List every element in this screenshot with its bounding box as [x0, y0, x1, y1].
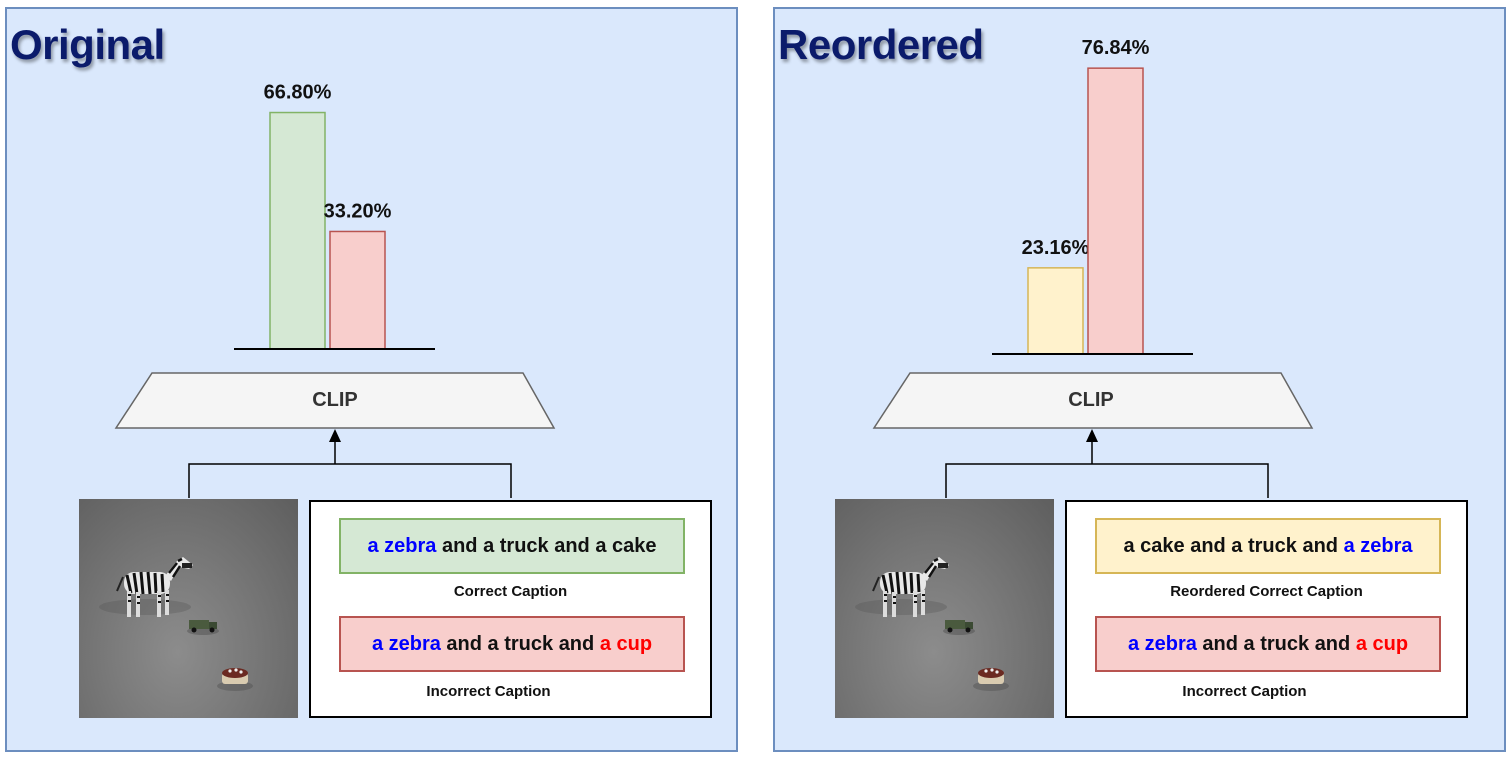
cake-figure [217, 668, 253, 691]
incorrect-caption-label: Incorrect Caption [1182, 683, 1307, 700]
caption-text: and a truck and [1196, 632, 1356, 655]
original-panel: Original 66.80% 33.20% CLIP [5, 7, 738, 752]
zebra-figure [872, 557, 949, 617]
caption-object-zebra: a zebra [367, 534, 437, 557]
bar-1 [329, 230, 386, 350]
arrow-head-icon [329, 429, 341, 442]
panel-title: Reordered [778, 21, 984, 68]
caption-object-cup: a cup [599, 632, 653, 655]
clip-model-block [872, 372, 1314, 429]
correct-caption-label: Correct Caption [453, 583, 568, 600]
cake-figure [973, 668, 1009, 691]
bar-value-label-1: 76.84% [1082, 37, 1150, 59]
bar-0 [269, 111, 326, 350]
arrow-head-icon [1086, 429, 1098, 442]
incorrect-caption: a zebra and a truck and a cup [339, 616, 685, 672]
bar-value-label-0: 23.16% [1022, 237, 1090, 259]
clip-label: CLIP [1068, 389, 1114, 411]
caption-box: a cake and a truck and a zebra Reordered… [1065, 500, 1468, 718]
bar-value-label-1: 33.20% [324, 200, 392, 222]
caption-object-zebra: a zebra [371, 632, 441, 655]
toy-truck [187, 620, 219, 635]
panel-title: Original [10, 21, 165, 68]
clip-label: CLIP [312, 389, 358, 411]
zebra-truck-cake-image [79, 499, 298, 718]
zebra-truck-cake-image [835, 499, 1054, 718]
caption-text: and a truck and a cake [436, 534, 657, 557]
caption-box: a zebra and a truck and a cake Correct C… [309, 500, 712, 718]
reordered-correct-caption-label: Reordered Correct Caption [1170, 583, 1363, 600]
connector-line [945, 463, 1269, 498]
caption-object-cup: a cup [1355, 632, 1409, 655]
caption-text: and a truck and [440, 632, 600, 655]
reordered-panel: Reordered 23.16% 76.84% CLIP [773, 7, 1506, 752]
toy-truck [943, 620, 975, 635]
bar-value-label-0: 66.80% [264, 82, 332, 104]
bar-1 [1087, 67, 1144, 355]
reordered-correct-caption: a cake and a truck and a zebra [1095, 518, 1441, 574]
incorrect-caption: a zebra and a truck and a cup [1095, 616, 1441, 672]
caption-object-zebra: a zebra [1343, 534, 1413, 557]
incorrect-caption-label: Incorrect Caption [426, 683, 551, 700]
clip-model-block [114, 372, 556, 429]
caption-object-zebra: a zebra [1127, 632, 1197, 655]
caption-text: a cake and a truck and [1123, 534, 1344, 557]
connector-line [188, 463, 512, 498]
zebra-figure [116, 557, 193, 617]
correct-caption: a zebra and a truck and a cake [339, 518, 685, 574]
bar-0 [1027, 267, 1084, 355]
